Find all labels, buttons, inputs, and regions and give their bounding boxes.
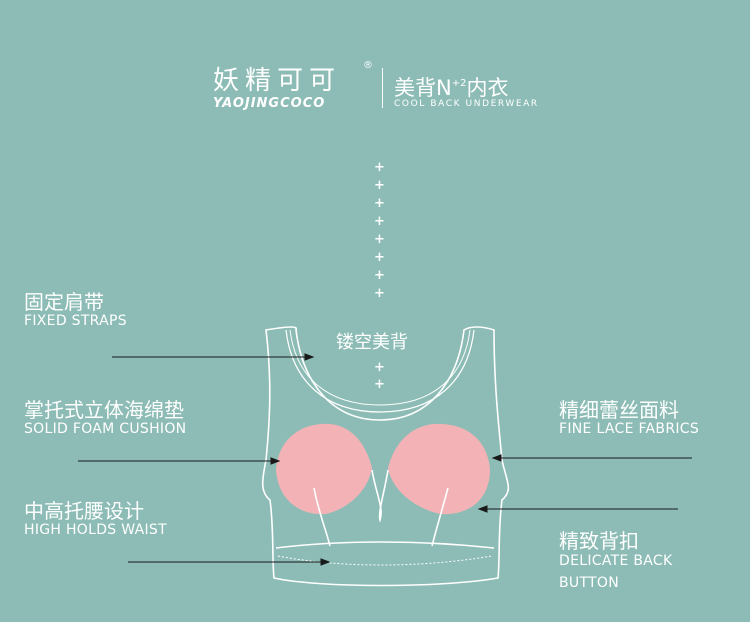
plus-mark: + — [374, 178, 385, 193]
foam-pad-left — [276, 423, 372, 515]
product-line-subtitle: COOL BACK UNDERWEAR — [394, 99, 539, 109]
product-line-title-prefix: 美背N — [394, 76, 452, 100]
brand-name-en: YAOJINGCOCO — [213, 96, 326, 111]
pointer-arrowhead — [320, 558, 331, 566]
product-line-title-sup: +2 — [451, 78, 467, 89]
bra-neckline-trim — [289, 329, 471, 406]
underwire-left — [313, 487, 331, 547]
back-button-label-en-line1: DELICATE BACK — [559, 553, 673, 569]
plus-mark: + — [374, 160, 385, 175]
bra-outline — [261, 326, 510, 587]
plus-mark: + — [374, 196, 385, 211]
plus-mark: + — [374, 360, 385, 375]
plus-mark: + — [374, 214, 385, 229]
plus-mark: + — [374, 286, 385, 301]
product-line-title: 美背N+2内衣 — [394, 72, 508, 102]
brand-divider — [382, 68, 383, 108]
bra-waistband — [277, 555, 493, 566]
high-waist-label-en: HIGH HOLDS WAIST — [24, 522, 167, 538]
registered-mark: ® — [363, 60, 373, 71]
pointer-arrowhead — [477, 505, 488, 513]
plus-mark: + — [374, 268, 385, 283]
plus-mark: + — [374, 232, 385, 247]
back-button-label-en-line2: BUTTON — [559, 575, 620, 591]
fixed-straps-label-en: FIXED STRAPS — [24, 313, 127, 329]
fixed-straps-label-cn: 固定肩带 — [24, 290, 104, 314]
plus-mark: + — [374, 250, 385, 265]
brand-name-cn: 妖精可可 — [213, 66, 342, 96]
pointer-arrowhead — [304, 353, 315, 361]
back-button-label-cn: 精致背扣 — [559, 529, 639, 553]
bra-neckline-trim — [285, 329, 475, 413]
plus-mark: + — [374, 377, 385, 392]
cutout-back-label: 镂空美背 — [336, 332, 408, 353]
lace-fabric-label-cn: 精细蕾丝面料 — [559, 398, 679, 422]
lace-fabric-label-en: FINE LACE FABRICS — [559, 421, 700, 437]
center-gore — [371, 469, 389, 523]
product-line-title-suffix: 内衣 — [466, 76, 509, 100]
foam-cushion-label-en: SOLID FOAM CUSHION — [24, 421, 187, 437]
bra-waistband — [275, 541, 495, 549]
underwire-right — [431, 487, 449, 547]
foam-pad-right — [388, 423, 490, 515]
foam-cushion-label-cn: 掌托式立体海绵垫 — [24, 398, 184, 422]
pointer-arrowhead — [270, 457, 281, 465]
pointer-arrowhead — [491, 454, 502, 462]
high-waist-label-cn: 中高托腰设计 — [24, 499, 144, 523]
